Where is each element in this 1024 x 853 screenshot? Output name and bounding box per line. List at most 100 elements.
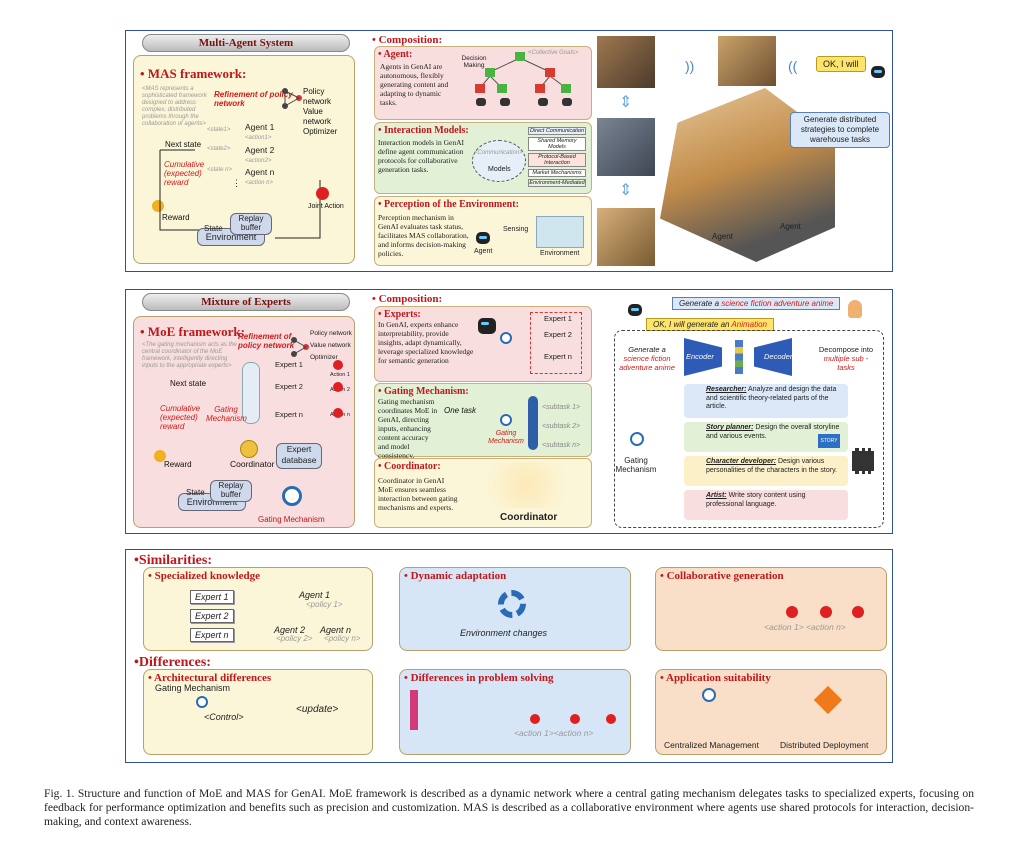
app-panel — [655, 669, 887, 755]
moe-gating-text: Gating mechanism coordinates MoE in GenA… — [378, 397, 438, 460]
moe-expert-robot-icon — [478, 318, 496, 334]
moe-value-label: Value network — [310, 342, 351, 349]
role-character-developer: Character developer: Design various pers… — [684, 456, 848, 486]
collab-action-icon-3 — [852, 606, 864, 618]
mas-environment-label: Environment — [540, 250, 580, 257]
moe-policy-labels: Policy network Value network Optimizer — [310, 328, 354, 364]
warehouse-agent-label-1: Agent — [712, 232, 733, 241]
moe-robot-icon — [628, 304, 642, 316]
moe-right-gating: Gating Mechanism — [615, 456, 657, 474]
prompt-prefix: Generate a — [679, 299, 722, 308]
moe-pill: Mixture of Experts — [142, 293, 350, 311]
decompose-text: Decompose into multiple sub -tasks — [816, 345, 876, 372]
moe-expert-n: Expert n — [275, 410, 303, 419]
control-label: <Control> — [204, 712, 244, 722]
warehouse-bubble: Generate distributed strategies to compl… — [790, 112, 890, 148]
expert-2-box: Expert 2 — [190, 609, 234, 623]
moe-experts-dashed-box — [530, 312, 582, 374]
dynamic-title: • Dynamic adaptation — [404, 570, 507, 582]
problem-action-icon-2 — [570, 714, 580, 724]
moe-experts-title: • Experts: — [378, 309, 421, 320]
moe-reward: Reward — [164, 460, 192, 469]
warehouse-photo-1 — [597, 36, 655, 88]
mas-env-picture — [536, 216, 584, 248]
mas-agent-title: • Agent: — [378, 49, 413, 60]
mas-reward-icon — [152, 200, 164, 212]
mas-agent-1: Agent 1 <action1> — [245, 117, 274, 142]
app-title: • Application suitability — [660, 672, 771, 684]
moe-coordinator-title: • Coordinator: — [378, 461, 441, 472]
figure-caption: Fig. 1. Structure and function of MoE an… — [44, 787, 974, 828]
moe-policy-label: Policy network — [310, 330, 352, 337]
problem-action-icon-1 — [530, 714, 540, 724]
gen-highlight: science fiction adventure anime — [619, 354, 675, 372]
env-changes: Environment changes — [460, 628, 548, 638]
agent-action: <action n> — [245, 180, 274, 186]
mas-composition-title: • Composition: — [372, 34, 443, 46]
role-text: Analyze and design the data and scientif… — [706, 386, 837, 410]
mas-agent-dots: ⋮ — [232, 178, 241, 188]
problem-action-icon-3 — [606, 714, 616, 724]
moe-gate-node-icon — [500, 332, 512, 344]
warehouse-photo-2 — [597, 118, 655, 176]
moe-expert-label: Expert n — [544, 352, 572, 361]
moe-one-task-gate-icon — [500, 414, 512, 426]
mas-agent-text: Agents in GenAI are autonomous, flexibly… — [380, 62, 449, 107]
mas-joint-action-icon — [316, 187, 329, 200]
mas-replay-buffer: Replay buffer — [230, 213, 272, 235]
interaction-item: Direct Communication — [528, 127, 586, 135]
mas-policy-labels: Policy network Value network Optimizer — [303, 87, 353, 137]
similarities-title: •Similarities: — [134, 553, 212, 568]
moe-gate-column — [242, 362, 260, 424]
arch-gating-label: Gating Mechanism — [155, 683, 231, 693]
moe-reward-icon — [154, 450, 166, 462]
problem-panel — [399, 669, 631, 755]
moe-pipeline-box — [614, 330, 884, 528]
policy1-label: <policy 1> — [306, 600, 343, 609]
mas-cumulative: Cumulative (expected) reward — [164, 160, 205, 187]
moe-subtask: <subtask 1> — [542, 404, 581, 411]
moe-gating-title: • Gating Mechanism: — [378, 386, 469, 397]
moe-gating-panel — [374, 383, 592, 457]
moe-coordinator-people — [470, 462, 582, 508]
mas-value-label: Value network — [303, 107, 332, 126]
reply-highlight: Animation — [731, 320, 767, 329]
moe-prompt-bubble: Generate a science fiction adventure ani… — [672, 297, 841, 310]
problem-column — [410, 690, 418, 730]
gen-prefix: Generate a — [628, 345, 666, 354]
mas-agent-label: Agent — [474, 248, 493, 255]
moe-coordinator-label: Coordinator — [500, 512, 558, 523]
moe-subtask: <subtask n> — [542, 442, 581, 449]
agent-action: <action2> — [245, 158, 272, 164]
collab-action-icon-1 — [786, 606, 798, 618]
mas-decision-tree — [475, 52, 572, 106]
mas-decision-making: Decision Making — [461, 55, 487, 69]
moe-one-task: One task — [444, 406, 477, 415]
moe-action-icon-n — [333, 408, 343, 418]
moe-optimizer-label: Optimizer — [310, 354, 338, 361]
mas-interaction-title: • Interaction Models: — [378, 125, 469, 136]
specialized-title: • Specialized knowledge — [148, 570, 261, 582]
film-strip-icon — [852, 448, 874, 474]
mas-models: Models — [488, 166, 511, 173]
mas-agent-panel — [374, 46, 592, 120]
differences-title: •Differences: — [134, 655, 211, 670]
encoder-label: Encoder — [686, 352, 714, 361]
mas-joint-action: Joint Action — [308, 203, 344, 210]
moe-refinement: Refinement of policy network — [238, 332, 295, 350]
moe-coordinator-text: Coordinator in GenAI MoE ensures seamles… — [378, 476, 458, 512]
arch-panel — [143, 669, 373, 755]
role-researcher: Researcher: Analyze and design the data … — [684, 384, 848, 418]
agentn-label: Agent n — [320, 625, 352, 635]
mas-pill: Multi-Agent System — [142, 34, 350, 52]
moe-framework-desc: <The gating mechanism acts as the centra… — [142, 342, 237, 369]
moe-expert-label: Expert 2 — [544, 330, 572, 339]
mas-communication: <Communication> — [474, 150, 523, 156]
mas-agent-n: Agent n <action n> — [245, 162, 274, 187]
moe-experts-list: Expert 1 Expert 2 Expert n — [544, 314, 572, 362]
mas-framework-title: • MAS framework: — [140, 66, 247, 81]
moe-cumulative: Cumulative (expected) reward — [160, 404, 201, 431]
mas-policy-label: Policy network — [303, 87, 332, 106]
interaction-item: Protocol-Based Interaction — [528, 153, 586, 167]
warehouse-photo-3 — [597, 208, 655, 266]
